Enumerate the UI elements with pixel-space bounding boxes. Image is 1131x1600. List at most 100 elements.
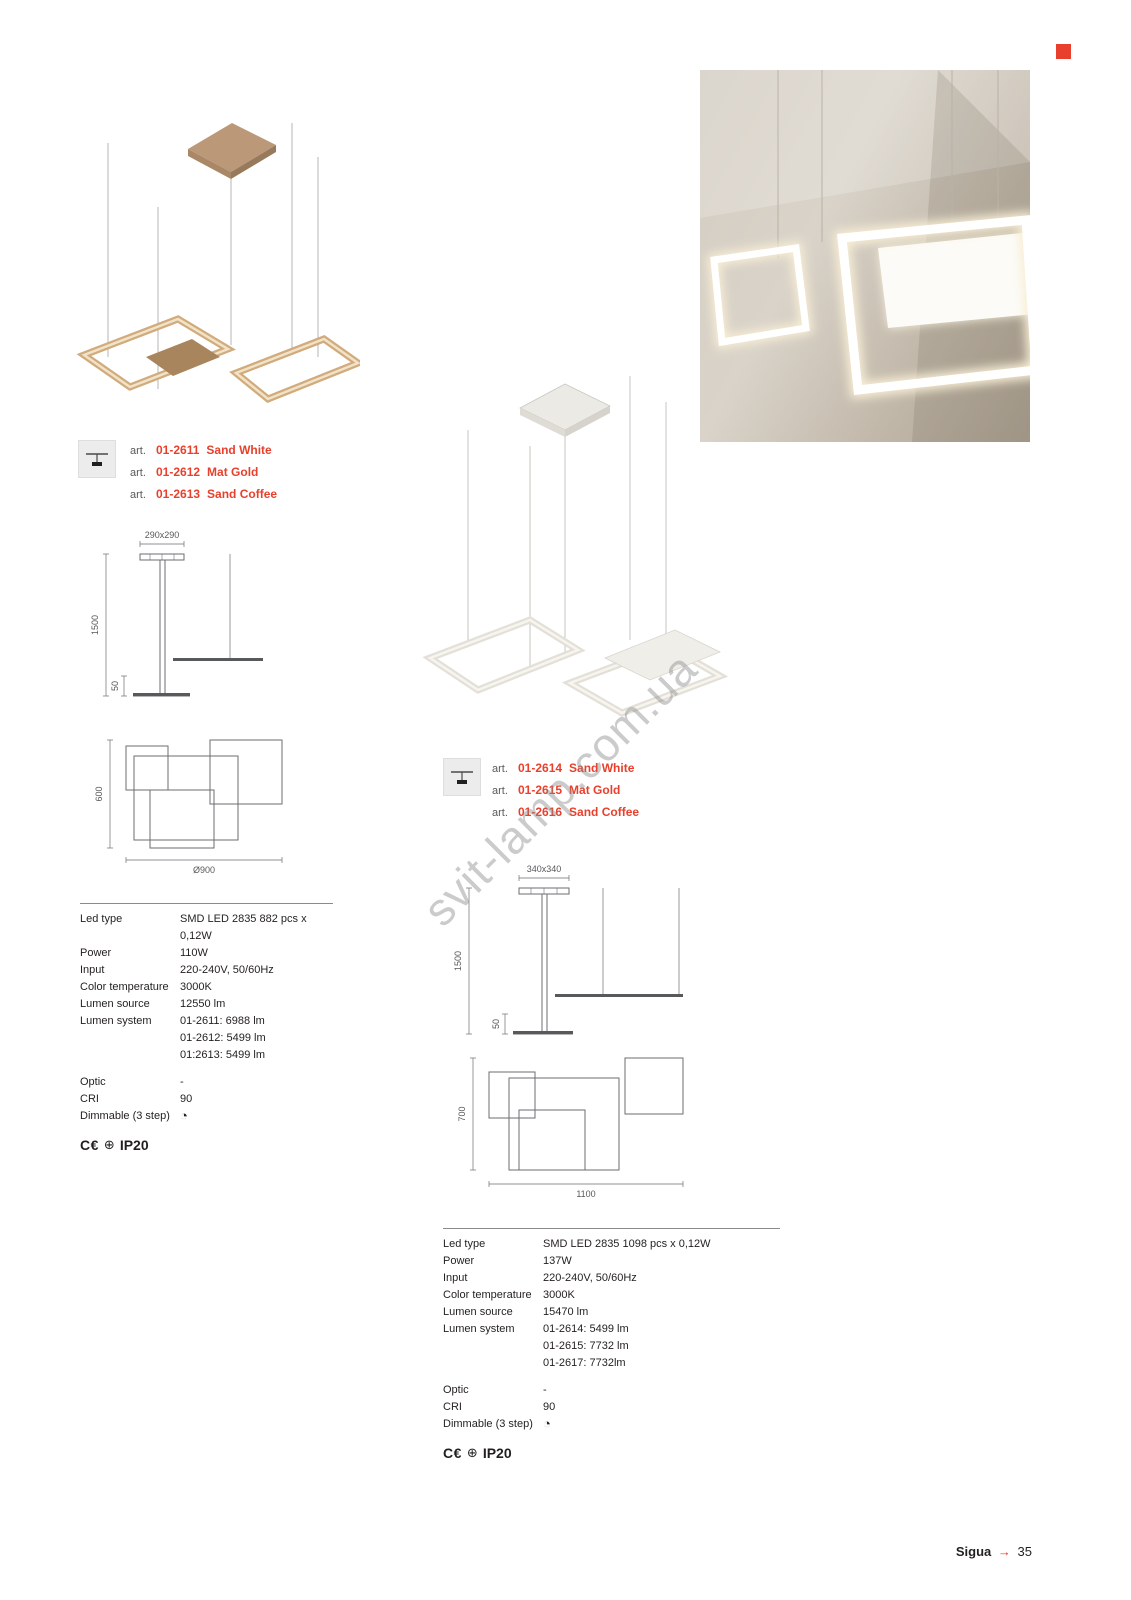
spec-value: 3000K <box>180 981 212 993</box>
spec-value: 01-2615: 7732 lm <box>543 1340 629 1352</box>
product2-line-drawing <box>422 376 729 717</box>
spec-row: CRI 90 <box>80 1091 333 1108</box>
pendant-symbol-icon <box>86 453 108 466</box>
dim-plan-depth-1: 600 <box>94 786 104 801</box>
spec-row: Dimmable (3 step) ◔ <box>80 1108 333 1125</box>
canopy-shape <box>188 123 276 172</box>
spec-row: Lumen source 12550 lm <box>80 996 333 1013</box>
spec-row: Power 110W <box>80 945 333 962</box>
article-finish: Sand Coffee <box>569 805 640 819</box>
article-row: art. 01-2612 Mat Gold <box>130 462 277 484</box>
spec-value: 90 <box>543 1401 556 1413</box>
article-finish: Mat Gold <box>207 465 259 479</box>
dimmer-icon: ◔ <box>180 1108 188 1123</box>
spec-row: CRI 90 <box>443 1399 780 1416</box>
spec-label: Color temperature <box>443 1289 532 1301</box>
page-footer: Sigua → 35 <box>908 1544 1032 1559</box>
spec-value: 12550 lm <box>180 998 226 1010</box>
spec-row: Lumen system 01-2611: 6988 lm <box>80 1013 333 1030</box>
spec-value: SMD LED 2835 882 pcs x 0,12W <box>180 913 307 942</box>
spec-value: 110W <box>180 947 208 959</box>
article-prefix: art. <box>492 807 508 819</box>
spec-label: Input <box>80 964 105 976</box>
spec-value: - <box>543 1384 547 1396</box>
spec-label: CRI <box>80 1093 99 1105</box>
spec-row: Lumen system 01-2614: 5499 lm <box>443 1321 780 1338</box>
spec-value: 01-2614: 5499 lm <box>543 1323 629 1335</box>
spec-label <box>443 1355 543 1372</box>
dim-canopy-1: 290x290 <box>145 530 180 540</box>
spec-value: 90 <box>180 1093 193 1105</box>
canopy-shape <box>519 383 611 431</box>
spec-row: Optic - <box>443 1382 780 1399</box>
dim-plan-depth-2: 700 <box>457 1106 467 1121</box>
installation-photo <box>700 70 1030 442</box>
article-prefix: art. <box>492 785 508 797</box>
product2-articles: art. 01-2614 Sand White art. 01-2615 Mat… <box>492 758 639 824</box>
article-finish: Sand White <box>569 761 635 775</box>
spec-label <box>80 1047 180 1064</box>
dim-profile-1: 50 <box>110 681 120 691</box>
spec-row: Lumen source 15470 lm <box>443 1304 780 1321</box>
spec-label: CRI <box>443 1401 462 1413</box>
small-canopy-shape <box>146 339 220 376</box>
product1-line-drawing <box>76 123 360 404</box>
spec-row: 01-2617: 7732lm <box>443 1355 780 1372</box>
article-code: 01-2614 <box>518 761 563 775</box>
spec-row: Color temperature 3000K <box>80 979 333 996</box>
spec-value: SMD LED 2835 1098 pcs x 0,12W <box>543 1238 711 1250</box>
article-prefix: art. <box>130 467 146 479</box>
spec-row: 01:2613: 5499 lm <box>80 1047 333 1064</box>
article-code: 01-2616 <box>518 805 563 819</box>
article-finish: Sand White <box>206 443 272 457</box>
article-row: art. 01-2614 Sand White <box>492 758 639 780</box>
dim-profile-2: 50 <box>491 1019 501 1029</box>
spec-label: Lumen system <box>443 1323 515 1335</box>
spec-label: Lumen source <box>443 1306 513 1318</box>
spec-label: Lumen source <box>80 998 150 1010</box>
article-row: art. 01-2616 Sand Coffee <box>492 802 639 824</box>
spec-row: Led type SMD LED 2835 882 pcs x 0,12W <box>80 911 333 945</box>
footer-arrow-icon: → <box>997 1544 1011 1559</box>
spec-label: Led type <box>80 913 123 925</box>
spec-row: 01-2615: 7732 lm <box>443 1338 780 1355</box>
tech-drawing-2: 340x340 1500 50 700 1100 <box>453 864 684 1199</box>
spec-label: Optic <box>443 1384 469 1396</box>
ip-rating: IP20 <box>482 1445 512 1461</box>
spec-value: 01-2617: 7732lm <box>543 1357 626 1369</box>
spec-label: Power <box>80 947 112 959</box>
spec-row: 01-2612: 5499 lm <box>80 1030 333 1047</box>
spec-value: 220-240V, 50/60Hz <box>543 1272 637 1284</box>
spec-label: Optic <box>80 1076 106 1088</box>
spec-label: Input <box>443 1272 468 1284</box>
footer-page-number: 35 <box>1017 1544 1032 1559</box>
cert-circle-icon: ⊕ <box>103 1137 115 1152</box>
article-code: 01-2612 <box>156 465 201 479</box>
spec-label: Dimmable (3 step) <box>80 1110 170 1122</box>
spec-value: 137W <box>543 1255 572 1267</box>
tech-drawing-1: 290x290 1500 50 600 Ø900 <box>90 530 283 875</box>
spec-value: 01:2613: 5499 lm <box>180 1049 266 1061</box>
corner-marker <box>1056 44 1071 59</box>
article-finish: Mat Gold <box>569 783 621 797</box>
dim-plan-width-2: 1100 <box>576 1189 595 1199</box>
certification-row: C€ ⊕ IP20 <box>443 1445 780 1461</box>
spec-label: Lumen system <box>80 1015 152 1027</box>
article-finish: Sand Coffee <box>207 487 278 501</box>
article-row: art. 01-2615 Mat Gold <box>492 780 639 802</box>
spec-value: - <box>180 1076 184 1088</box>
spec-label: Color temperature <box>80 981 169 993</box>
spec-value: 15470 lm <box>543 1306 589 1318</box>
spec-table-1: Led type SMD LED 2835 882 pcs x 0,12W Pow… <box>80 903 333 1153</box>
spec-label <box>80 1030 180 1047</box>
spec-value: 01-2612: 5499 lm <box>180 1032 266 1044</box>
spec-row: Optic - <box>80 1074 333 1091</box>
spec-value: 01-2611: 6988 lm <box>180 1015 265 1027</box>
pendant-symbol-icon <box>451 771 473 784</box>
article-prefix: art. <box>492 763 508 775</box>
